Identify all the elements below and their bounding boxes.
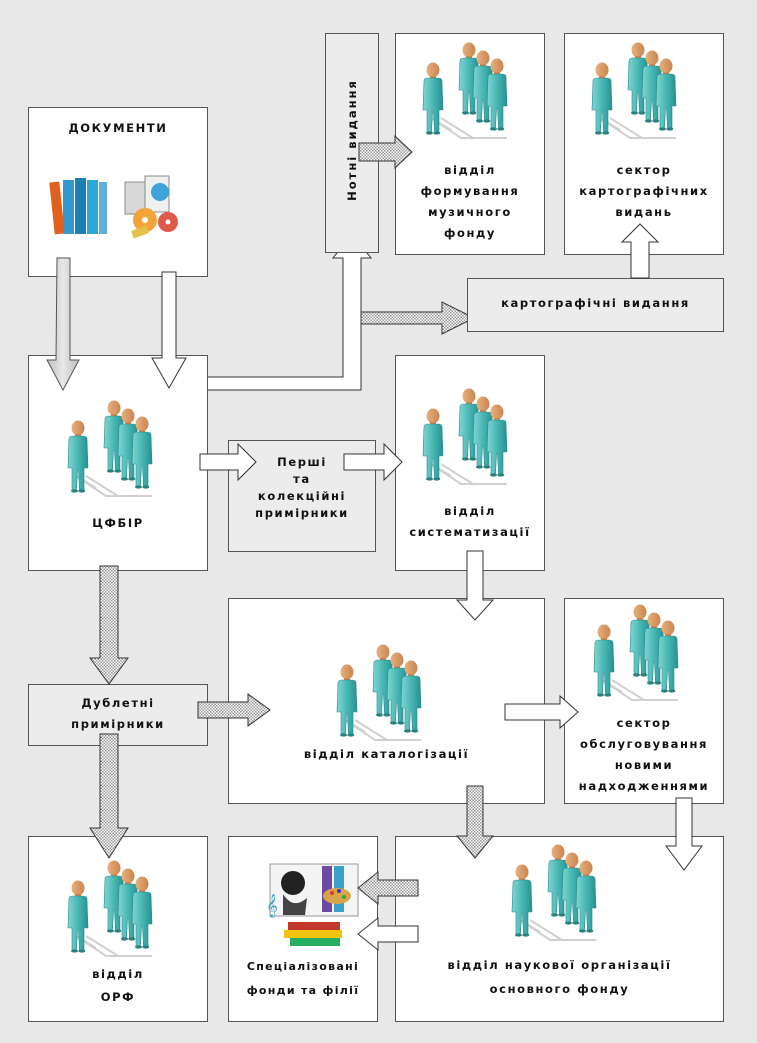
label-line: Спеціалізовані [246,960,360,973]
label-line: сектор [616,716,672,730]
people-icon [423,43,507,139]
label-line: фонду [443,226,497,240]
label-line: примірники [71,717,165,731]
arrow [357,870,419,906]
label-line: відділ [444,163,496,177]
label-line: примірники [255,506,349,520]
arrow [46,257,80,392]
science-dept-label: відділ наукової організації основного фон… [395,953,724,1001]
cataloging-label: відділ каталогізації [303,747,470,761]
people-icon [68,401,152,497]
arrow [504,694,579,730]
systematization-label: відділ систематизації [395,501,545,543]
label-line: колекційні [257,489,347,503]
label-line: Перші [277,455,327,469]
arrow [455,550,495,621]
people-icon [592,43,676,139]
svg-text:𝄞: 𝄞 [266,893,278,918]
arts-collection-icon: 𝄞 [266,863,359,946]
arrow [358,134,413,170]
label-line: формування [420,184,520,198]
first-copies-label: Перші та колекційні примірники [228,454,376,522]
label-line: Дублетні [81,696,155,710]
label-line: новими [614,758,674,772]
label-line: основного фонду [489,982,630,996]
special-funds-label: Спеціалізовані фонди та філії [228,955,378,1003]
people-icon [423,389,507,485]
label-line: надходженнями [578,779,710,793]
arrow [357,916,419,952]
arrow [197,693,271,727]
people-icon [512,845,596,941]
label-line: музичного [428,205,512,219]
label-line: відділ [92,967,144,981]
cart-sector-label: сектор картографічних видань [564,160,724,223]
arrow [620,223,660,279]
people-icon [337,645,421,741]
label-line: обслуговування [579,737,709,751]
books-icon [49,178,107,235]
label-line: та [293,472,311,486]
label-line: картографічних [579,184,709,198]
label-line: видань [615,205,673,219]
label-line: систематизації [409,525,531,539]
arrow [199,442,257,482]
people-icon [68,861,152,957]
music-dept-label: відділ формування музичного фонду [395,160,545,244]
arrow [455,785,495,859]
cart-editions-box [467,278,724,332]
arrow [89,733,129,859]
documents-label: ДОКУМЕНТИ [68,121,168,135]
label-line: сектор [616,163,672,177]
label-line: відділ наукової організації [447,958,672,972]
label-line: відділ [444,504,496,518]
cd-media-icon [124,175,178,239]
label-line: ОРФ [100,990,136,1004]
cart-editions-label: картографічні видання [501,296,690,310]
arrow [89,565,129,685]
people-icon [594,605,678,701]
arrow [665,797,703,871]
arrow [343,442,403,482]
service-sector-label: сектор обслуговування новими надходженнями [564,713,724,797]
label-line: фонди та філії [246,984,360,997]
duplicates-label: Дублетні примірники [28,693,208,735]
cfbir-label: ЦФБІР [92,516,144,530]
arrow [151,271,187,390]
